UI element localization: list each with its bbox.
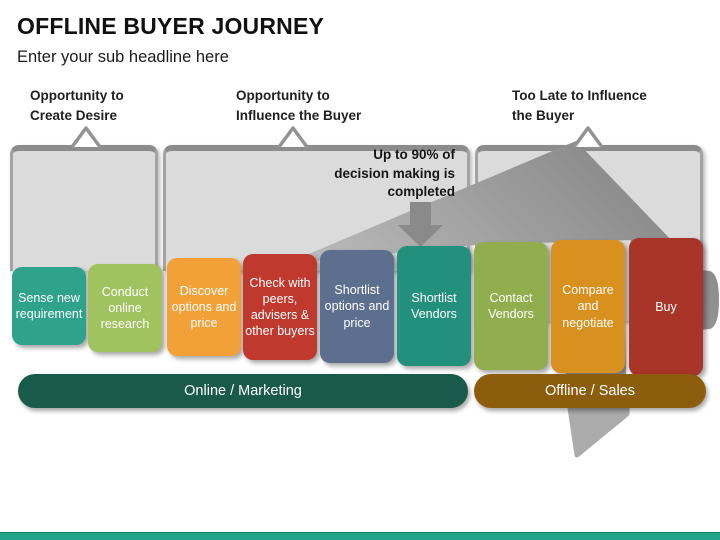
footer-accent-bar [0, 532, 720, 540]
band-offline-sales: Offline / Sales [474, 374, 706, 408]
phase-label-influence-buyer: Opportunity to Influence the Buyer [236, 88, 362, 123]
stage-box-compare-negotiate: Compare and negotiate [551, 240, 625, 373]
phase-label-too-late: Too Late to Influence the Buyer [512, 88, 647, 123]
phase-label-create-desire: Opportunity to Create Desire [30, 88, 124, 123]
stage-box-online-research: Conduct online research [88, 264, 162, 352]
stage-box-check-peers: Check with peers, advisers & other buyer… [243, 254, 317, 360]
stage-box-shortlist-vendors: Shortlist Vendors [397, 246, 471, 366]
slide-subtitle: Enter your sub headline here [17, 48, 229, 66]
annotation-90-percent: Up to 90% of decision making is complete… [334, 147, 455, 200]
stage-box-shortlist-options: Shortlist options and price [320, 250, 394, 363]
stage-box-contact-vendors: Contact Vendors [474, 242, 548, 370]
slide-title: OFFLINE BUYER JOURNEY [17, 13, 325, 39]
stage-box-discover-options: Discover options and price [167, 258, 241, 356]
panel-create-desire [10, 145, 158, 271]
stage-box-sense-requirement: Sense new requirement [12, 267, 86, 345]
band-online-marketing: Online / Marketing [18, 374, 468, 408]
stage-box-buy: Buy [629, 238, 703, 376]
